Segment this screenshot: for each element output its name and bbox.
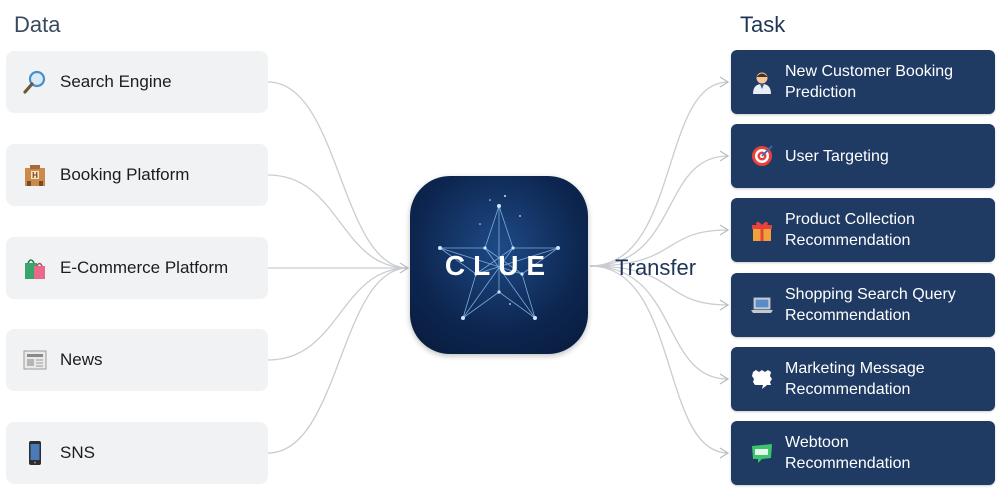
task-product-collection-recommendation: Product Collection Recommendation bbox=[731, 198, 995, 262]
laptop-icon bbox=[749, 292, 775, 318]
connector-search-engine bbox=[267, 81, 409, 269]
target-icon bbox=[749, 143, 775, 169]
newspaper-icon bbox=[22, 347, 48, 373]
source-search-engine: Search Engine bbox=[6, 51, 268, 113]
shopping-bags-icon bbox=[22, 255, 48, 281]
connector-news bbox=[267, 267, 409, 361]
source-label: Search Engine bbox=[60, 72, 172, 91]
source-label: SNS bbox=[60, 443, 95, 462]
connector-sns bbox=[267, 267, 409, 454]
arrowhead-task-6 bbox=[719, 447, 730, 459]
arrowhead-task-5 bbox=[719, 373, 730, 385]
task-marketing-message-recommendation: Marketing Message Recommendation bbox=[731, 347, 995, 411]
star-network-icon bbox=[438, 195, 560, 320]
connector-task-4 bbox=[589, 265, 729, 306]
arrowhead-task-2 bbox=[719, 150, 730, 162]
source-booking-platform: H Booking Platform bbox=[6, 144, 268, 206]
source-label: News bbox=[60, 350, 103, 369]
source-label: Booking Platform bbox=[60, 165, 190, 184]
webtoon-icon bbox=[749, 440, 775, 466]
clue-logo: CLUE bbox=[410, 176, 588, 354]
task-label: Shopping Search Query Recommendation bbox=[785, 286, 956, 324]
hotel-icon: H bbox=[22, 162, 48, 188]
magnifier-icon bbox=[22, 69, 48, 95]
mobile-phone-icon bbox=[22, 440, 48, 466]
arrowhead-task-3 bbox=[719, 224, 730, 236]
task-user-targeting: User Targeting bbox=[731, 124, 995, 188]
gift-icon bbox=[749, 217, 775, 243]
arrowhead-task-1 bbox=[719, 76, 730, 88]
svg-text:H: H bbox=[32, 171, 38, 180]
task-label: Marketing Message Recommendation bbox=[785, 360, 925, 398]
connector-task-1 bbox=[589, 81, 729, 267]
speech-bubble-icon bbox=[749, 366, 775, 392]
connector-booking-platform bbox=[267, 174, 409, 269]
task-label: New Customer Booking Prediction bbox=[785, 63, 954, 101]
hub-label: CLUE bbox=[444, 250, 554, 281]
task-label: Product Collection Recommendation bbox=[785, 211, 915, 249]
transfer-label: Transfer bbox=[615, 255, 697, 280]
source-label: E-Commerce Platform bbox=[60, 258, 229, 277]
office-worker-icon bbox=[749, 69, 775, 95]
connector-task-6 bbox=[589, 265, 729, 454]
source-sns: SNS bbox=[6, 422, 268, 484]
task-label: User Targeting bbox=[785, 147, 889, 165]
task-webtoon-recommendation: Webtoon Recommendation bbox=[731, 421, 995, 485]
source-ecommerce-platform: E-Commerce Platform bbox=[6, 237, 268, 299]
source-news: News bbox=[6, 329, 268, 391]
connector-task-3 bbox=[589, 229, 729, 267]
task-new-customer-booking-prediction: New Customer Booking Prediction bbox=[731, 50, 995, 114]
task-label: Webtoon Recommendation bbox=[785, 434, 911, 472]
task-shopping-search-query-recommendation: Shopping Search Query Recommendation bbox=[731, 273, 995, 337]
data-heading: Data bbox=[14, 12, 61, 37]
task-heading: Task bbox=[740, 12, 786, 37]
connector-task-5 bbox=[589, 265, 729, 380]
connector-task-2 bbox=[589, 155, 729, 267]
arrowhead-task-4 bbox=[719, 299, 730, 311]
arrowhead-hub bbox=[399, 262, 410, 274]
